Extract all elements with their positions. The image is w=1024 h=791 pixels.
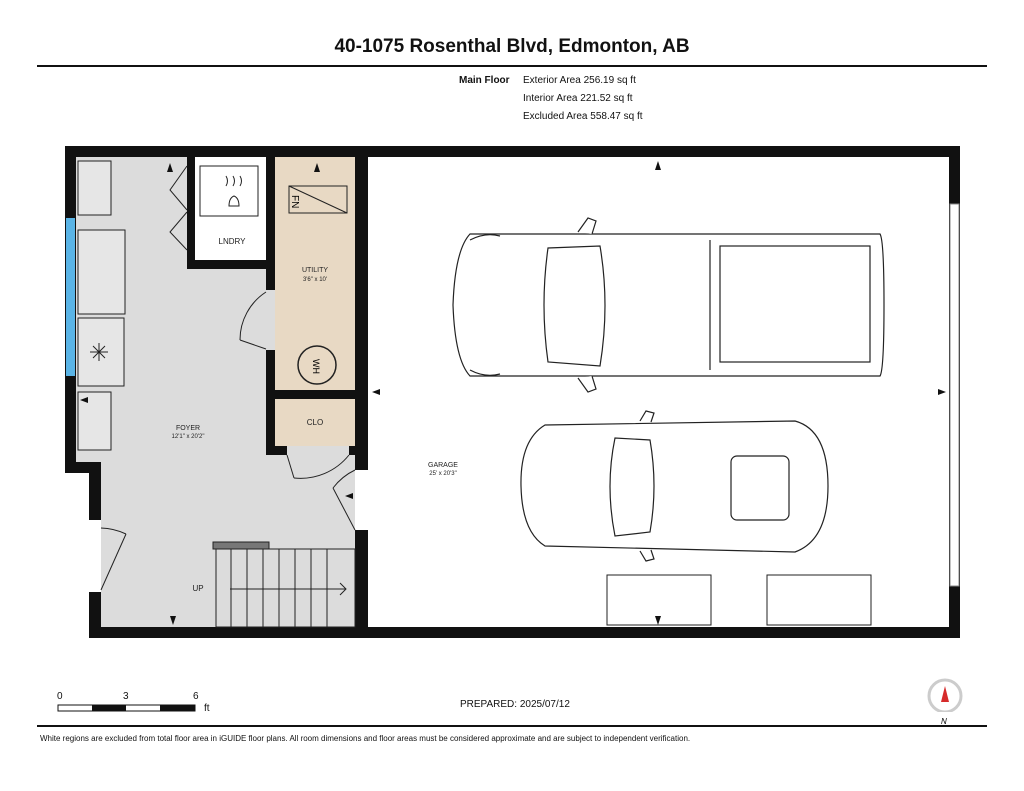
furnace-icon xyxy=(288,185,348,214)
floor-name: Main Floor xyxy=(459,75,510,86)
foyer-fill xyxy=(76,157,355,627)
scale-bar xyxy=(57,704,196,712)
garage-label: GARAGE xyxy=(428,462,458,469)
utility-label: UTILITY xyxy=(302,267,328,274)
utility-fill xyxy=(275,157,355,390)
stairs xyxy=(212,541,356,628)
furnace-label: FN xyxy=(289,195,300,208)
garage-dims: 25' x 20'3" xyxy=(429,471,456,477)
scale-unit: ft xyxy=(204,703,210,714)
garage-shelves xyxy=(606,574,872,626)
stairs-label: UP xyxy=(192,584,203,593)
water-heater-icon xyxy=(297,345,337,385)
title-rule xyxy=(37,65,987,67)
scale-tick-6: 6 xyxy=(193,691,199,702)
foyer-cabinets xyxy=(77,160,126,451)
footer-disclaimer: White regions are excluded from total fl… xyxy=(40,734,691,743)
pickup-truck xyxy=(452,217,885,393)
snowflake-icon xyxy=(90,343,108,361)
sedan-car xyxy=(520,410,829,562)
prepared-date: PREPARED: 2025/07/12 xyxy=(460,699,570,710)
garage-door xyxy=(949,203,960,587)
washer-dryer xyxy=(199,165,259,217)
plan-title: 40-1075 Rosenthal Blvd, Edmonton, AB xyxy=(334,36,690,57)
footer-rule xyxy=(37,725,987,727)
compass-icon xyxy=(927,678,963,726)
interior-area: Interior Area 221.52 sq ft xyxy=(523,93,633,104)
utility-dims: 3'6" x 10' xyxy=(303,277,327,283)
closet-fill xyxy=(275,399,355,446)
laundry-label: LNDRY xyxy=(219,237,247,246)
water-heater-label: WH xyxy=(311,359,321,374)
window-left xyxy=(66,218,75,376)
doors xyxy=(100,165,356,591)
foyer-dims: 12'1" x 20'2" xyxy=(172,434,205,440)
closet-label: CLO xyxy=(307,418,323,427)
exterior-area: Exterior Area 256.19 sq ft xyxy=(523,75,636,86)
scale-tick-3: 3 xyxy=(123,691,129,702)
compass-north-label: N xyxy=(941,717,947,726)
view-markers xyxy=(80,161,946,625)
floor-areas: Exterior Area 256.19 sq ft Interior Area… xyxy=(523,72,643,126)
scale-tick-0: 0 xyxy=(57,691,63,702)
excluded-area: Excluded Area 558.47 sq ft xyxy=(523,111,643,122)
foyer-label: FOYER xyxy=(176,425,200,432)
